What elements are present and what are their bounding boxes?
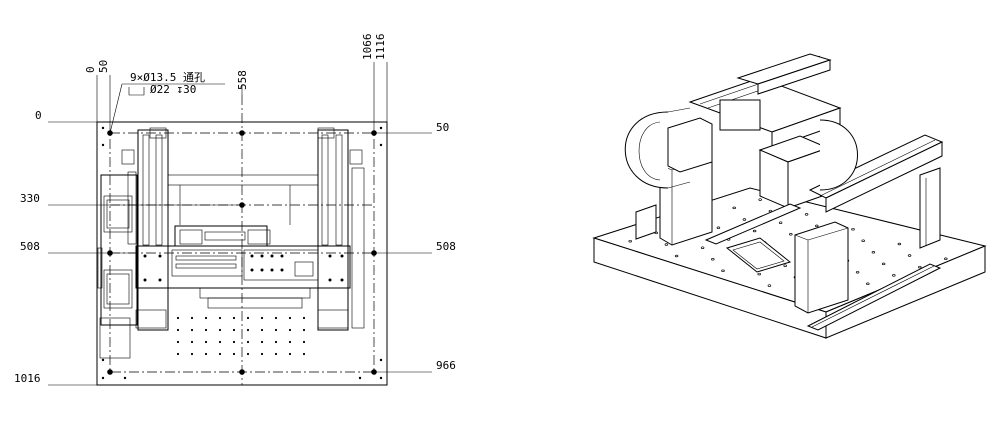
isometric-view: [592, 53, 987, 339]
grid-hole: [176, 352, 180, 356]
left-dim-1016: 1016: [14, 372, 41, 385]
grid-hole: [288, 340, 292, 344]
grid-hole: [246, 340, 250, 344]
iso-plate-hole: [664, 243, 669, 246]
iso-plate-hole: [871, 251, 876, 254]
grid-hole: [302, 328, 306, 332]
iso-plate-hole: [711, 258, 715, 261]
grid-hole: [204, 328, 208, 332]
hole-note-line2: Ø22 ↧30: [150, 83, 196, 96]
right-dim-966: 966: [436, 359, 456, 372]
grid-hole: [232, 316, 236, 320]
right-dim-50: 50: [436, 121, 449, 134]
grid-hole: [204, 316, 208, 320]
left-dim-508: 508: [20, 240, 40, 253]
iso-plate-hole: [892, 274, 896, 277]
grid-hole: [260, 328, 264, 332]
grid-hole: [274, 316, 278, 320]
grid-hole: [246, 316, 250, 320]
central-carriage: [758, 135, 830, 209]
iso-plate-hole: [742, 218, 747, 221]
grid-hole: [274, 328, 278, 332]
iso-plate-hole: [752, 229, 757, 233]
iso-plate-hole: [907, 254, 912, 257]
grid-hole: [218, 340, 222, 344]
iso-plate-hole: [944, 257, 948, 261]
iso-plate-hole: [732, 206, 736, 210]
grid-hole: [218, 328, 222, 332]
iso-plate-hole: [628, 239, 632, 243]
iso-plate-hole: [674, 254, 679, 258]
iso-plate-hole: [897, 242, 902, 246]
left-dim-0: 0: [35, 109, 42, 122]
grid-hole: [302, 352, 306, 356]
gantry-beam: [688, 53, 842, 149]
grid-hole: [260, 352, 264, 356]
right-column: [794, 119, 858, 314]
grid-hole: [274, 340, 278, 344]
front-rail: [635, 203, 942, 331]
iso-plate-hole: [716, 226, 721, 230]
iso-plate-hole: [815, 224, 819, 228]
grid-hole: [204, 352, 208, 356]
center-pocket: [725, 237, 792, 273]
grid-hole: [246, 352, 250, 356]
iso-plate-hole: [881, 262, 886, 266]
grid-hole: [190, 340, 194, 344]
hole-grid: [176, 316, 306, 356]
grid-hole: [302, 340, 306, 344]
gantry-structure: [97, 127, 365, 359]
right-dim-508: 508: [436, 240, 456, 253]
grid-hole: [288, 328, 292, 332]
grid-hole: [190, 328, 194, 332]
grid-hole: [190, 352, 194, 356]
grid-hole: [232, 340, 236, 344]
iso-plate-hole: [789, 233, 793, 236]
iso-plate-hole: [804, 213, 809, 216]
grid-hole: [176, 340, 180, 344]
top-dim-1116: 1116: [374, 34, 387, 61]
grid-hole: [246, 328, 250, 332]
top-dim-50: 50: [97, 60, 110, 73]
iso-plate-hole: [855, 270, 860, 274]
grid-hole: [190, 316, 194, 320]
grid-hole: [232, 352, 236, 356]
grid-hole: [260, 316, 264, 320]
left-dim-330: 330: [20, 192, 40, 205]
plan-view: 0 50 558 1066 1116 0 330 508 1016 50 508…: [14, 34, 456, 386]
grid-hole: [176, 328, 180, 332]
top-dim-0: 0: [84, 66, 97, 73]
iso-plate-hole: [757, 272, 761, 276]
hole-callout: [109, 83, 225, 134]
iso-plate-hole: [767, 284, 772, 287]
hole-note-line1: 9×Ø13.5 通孔: [130, 71, 205, 84]
dimension-lines: [48, 62, 432, 386]
grid-hole: [218, 352, 222, 356]
grid-hole: [288, 352, 292, 356]
iso-plate-hole: [721, 269, 725, 273]
iso-plate-hole: [866, 282, 870, 286]
iso-plate-hole: [851, 227, 855, 231]
left-motor: [624, 107, 691, 189]
grid-hole: [302, 316, 306, 320]
grid-hole: [288, 316, 292, 320]
iso-plate-hole: [758, 198, 762, 201]
iso-plate-hole: [783, 264, 787, 267]
iso-plate-hole: [918, 265, 922, 269]
perimeter-holes: [101, 126, 383, 380]
iso-plate-hole: [861, 239, 865, 242]
top-dim-1066: 1066: [361, 34, 374, 61]
grid-hole: [176, 316, 180, 320]
grid-hole: [204, 340, 208, 344]
top-dim-558: 558: [236, 70, 249, 90]
grid-hole: [274, 352, 278, 356]
grid-hole: [232, 328, 236, 332]
iso-plate-hole: [778, 221, 783, 224]
back-right-post: [919, 167, 941, 249]
grid-hole: [260, 340, 264, 344]
grid-hole: [218, 316, 222, 320]
iso-plate-hole: [700, 246, 705, 249]
